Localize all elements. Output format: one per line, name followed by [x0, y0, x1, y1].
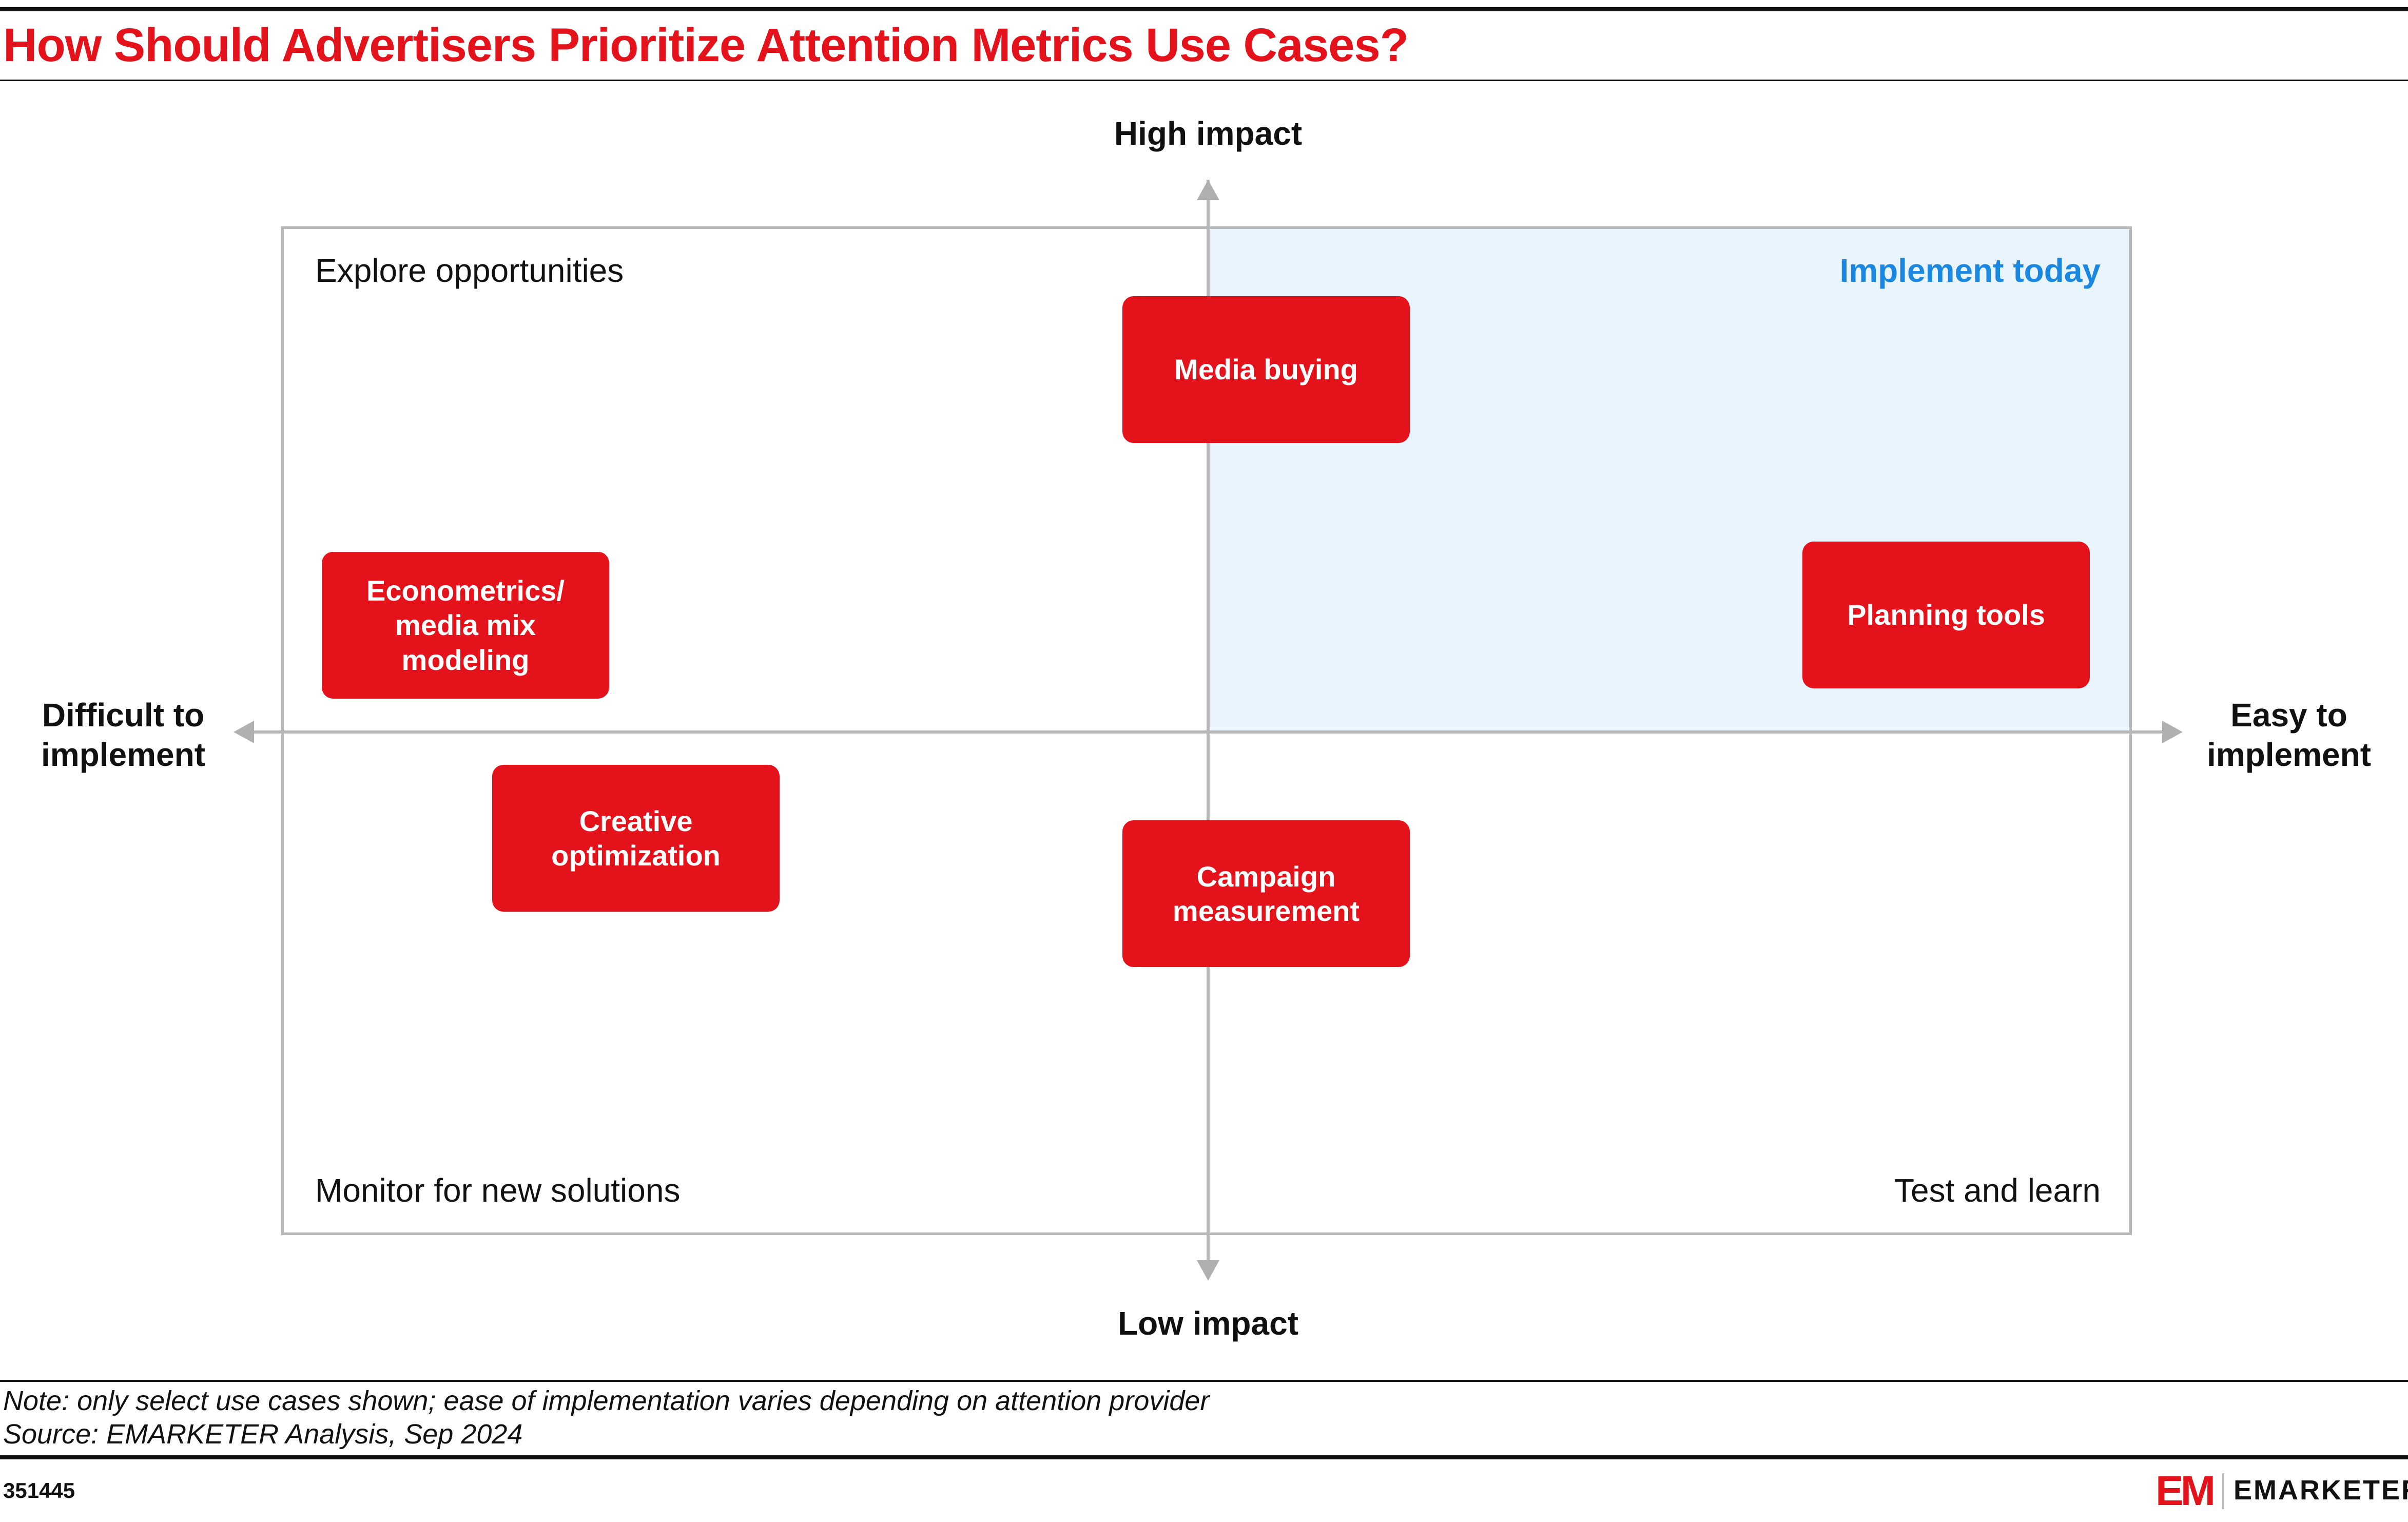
axis-label-high-impact: High impact [1114, 115, 1303, 152]
chart-id: 351445 [3, 1478, 75, 1502]
use-case-campaign-measurement: Campaign measurement [1122, 820, 1410, 967]
use-case-creative-optimization: Creative optimization [492, 765, 780, 912]
footer-source: Source: EMARKETER Analysis, Sep 2024 [3, 1419, 523, 1450]
footer-rule-bottom [0, 1455, 2408, 1459]
use-case-media-buying: Media buying [1122, 296, 1410, 443]
arrow-up-icon [1197, 180, 1219, 200]
arrow-right-icon [2162, 721, 2183, 743]
footer-note: Note: only select use cases shown; ease … [3, 1385, 1210, 1416]
axis-label-difficult: Difficult to implement [41, 697, 206, 773]
title-underline [0, 80, 2408, 81]
top-rule [0, 7, 2408, 11]
quadrant-label-implement-today: Implement today [1839, 252, 2101, 289]
use-case-econometrics: Econometrics/ media mix modeling [322, 552, 609, 699]
footer-rule-top [0, 1380, 2408, 1382]
emarketer-logo-icon: EM [2155, 1468, 2216, 1514]
use-case-planning-tools: Planning tools [1802, 542, 2090, 688]
quadrant-label-explore: Explore opportunities [315, 252, 624, 289]
logo-separator [2222, 1473, 2224, 1509]
impact-axis-line [1207, 180, 1210, 1276]
arrow-down-icon [1197, 1260, 1219, 1281]
quadrant-label-test-and-learn: Test and learn [1894, 1172, 2101, 1209]
arrow-left-icon [234, 721, 254, 743]
emarketer-logo-text: EMARKETER [2234, 1475, 2408, 1506]
ease-axis-line [241, 730, 2176, 734]
chart-title: How Should Advertisers Prioritize Attent… [3, 19, 1409, 71]
axis-label-easy: Easy to implement [2206, 697, 2372, 773]
quadrant-label-monitor: Monitor for new solutions [315, 1172, 681, 1209]
axis-label-low-impact: Low impact [1117, 1305, 1299, 1342]
